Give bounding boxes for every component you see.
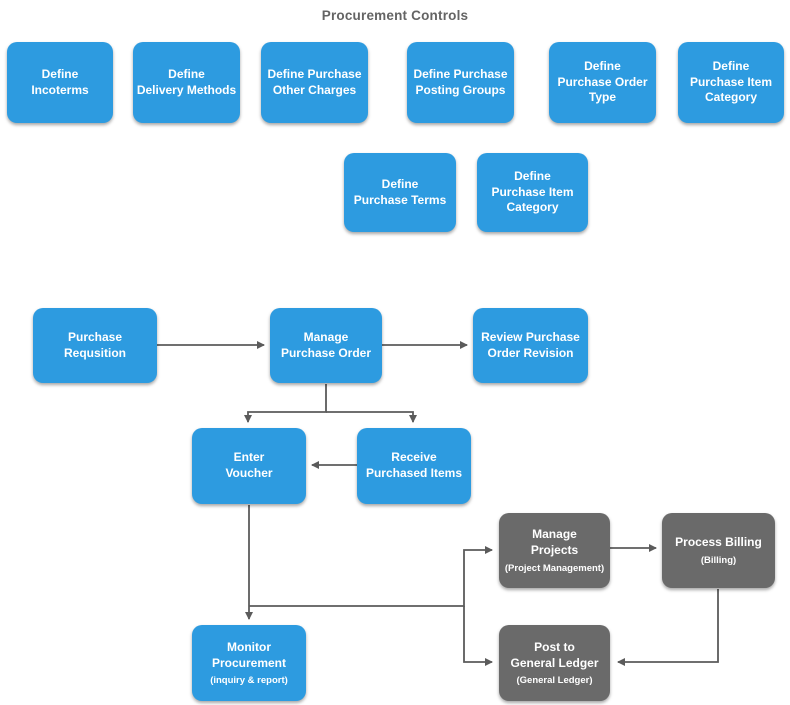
edge-enter-voucher-to-post-general-ledger [463, 606, 493, 666]
node-manage-purchase-order: Manage Purchase Order [270, 308, 382, 383]
node-label: Define Purchase Posting Groups [413, 66, 508, 97]
node-define-purchase-posting-groups: Define Purchase Posting Groups [407, 42, 514, 123]
edge-manage-purchase-order-to-receive-items [326, 411, 417, 423]
node-label: Define Purchase Item Category [689, 59, 773, 105]
node-define-incoterms: Define Incoterms [7, 42, 113, 123]
node-define-purchase-terms: Define Purchase Terms [344, 153, 456, 232]
node-process-billing: Process Billing (Billing) [662, 513, 775, 588]
node-label: Define Purchase Terms [353, 176, 447, 207]
node-sublabel: (General Ledger) [516, 675, 593, 687]
node-label: Define Delivery Methods [136, 66, 237, 97]
node-define-purchase-item-category-2: Define Purchase Item Category [477, 153, 588, 232]
node-label: Purchase Requsition [64, 329, 126, 360]
node-define-purchase-item-category-1: Define Purchase Item Category [678, 42, 784, 123]
edge-manage-purchase-order-to-enter-voucher [244, 384, 327, 423]
node-manage-projects: Manage Projects (Project Management) [499, 513, 610, 588]
node-label: Manage Projects [530, 527, 579, 557]
node-define-purchase-order-type: Define Purchase Order Type [549, 42, 656, 123]
node-label: Manage Purchase Order [280, 329, 372, 360]
node-label: Review Purchase Order Revision [481, 329, 580, 360]
node-post-to-general-ledger: Post to General Ledger (General Ledger) [499, 625, 610, 701]
edge-process-billing-to-post-general-ledger [617, 589, 719, 666]
node-label: Receive Purchased Items [365, 450, 463, 480]
node-receive-purchased-items: Receive Purchased Items [357, 428, 471, 504]
node-label: Define Purchase Other Charges [267, 66, 362, 97]
node-define-purchase-other-charges: Define Purchase Other Charges [261, 42, 368, 123]
node-label: Monitor Procurement [211, 639, 287, 670]
node-define-delivery-methods: Define Delivery Methods [133, 42, 240, 123]
node-label: Post to General Ledger [510, 639, 599, 670]
node-purchase-requsition: Purchase Requsition [33, 308, 157, 383]
node-label: Process Billing [675, 535, 762, 550]
node-label: Define Purchase Order Type [557, 59, 648, 105]
node-review-purchase-order-revision: Review Purchase Order Revision [473, 308, 588, 383]
node-sublabel: (Project Management) [504, 562, 605, 574]
edge-enter-voucher-to-manage-projects [249, 546, 493, 607]
node-label: Enter Voucher [225, 450, 273, 480]
node-enter-voucher: Enter Voucher [192, 428, 306, 504]
node-label: Define Incoterms [31, 66, 89, 97]
node-label: Define Purchase Item Category [491, 169, 574, 215]
node-monitor-procurement: Monitor Procurement (inquiry & report) [192, 625, 306, 701]
node-sublabel: (inquiry & report) [210, 675, 288, 687]
node-sublabel: (Billing) [700, 554, 737, 566]
diagram-title: Procurement Controls [321, 8, 469, 23]
